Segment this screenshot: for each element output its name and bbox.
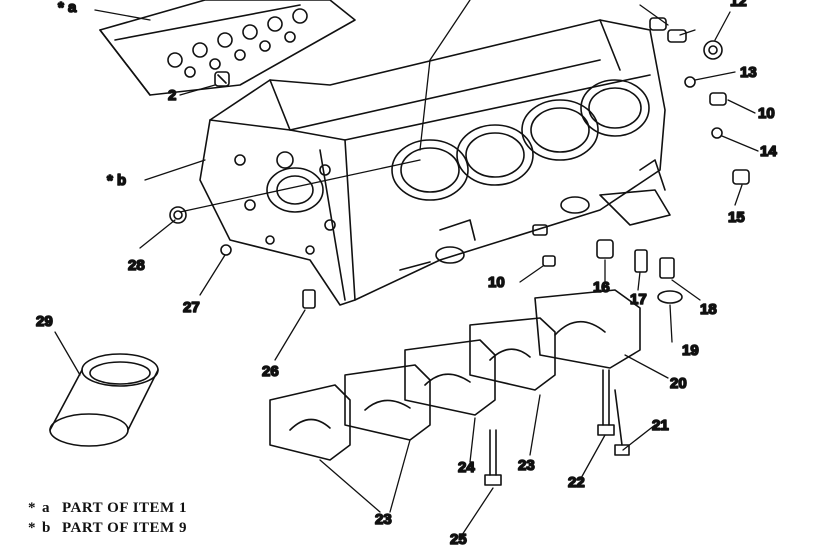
legend-line-a: * a PART OF ITEM 1	[28, 500, 187, 517]
callout-16: 16	[593, 279, 610, 296]
callouts: * a 2 * b 12 13 10 14 15 10 16 17 18 19 …	[35, 0, 778, 546]
legend-ref: b	[42, 520, 51, 536]
legend-line-b: * b PART OF ITEM 9	[28, 520, 187, 537]
callout-28: 28	[128, 257, 145, 274]
callout-25: 25	[450, 531, 467, 546]
callout-29: 29	[36, 313, 53, 330]
callout-26: 26	[262, 363, 279, 380]
legend-marker: *	[28, 500, 36, 516]
legend-ref: a	[42, 500, 50, 516]
cylinder-head-part	[99, 0, 356, 96]
cylinder-sleeve	[49, 353, 159, 447]
callout-13: 13	[740, 64, 757, 81]
callout-24: 24	[458, 459, 475, 476]
callout-2: 2	[168, 87, 176, 104]
leader-lines	[54, 0, 759, 536]
callout-b: * b	[107, 172, 126, 189]
head-plug-2	[214, 71, 230, 87]
callout-15: 15	[728, 209, 745, 226]
callout-a: * a	[58, 0, 77, 16]
callout-23-left: 23	[375, 511, 392, 528]
callout-21: 21	[652, 417, 669, 434]
callout-27: 27	[183, 299, 200, 316]
callout-23-right: 23	[518, 457, 535, 474]
callout-20: 20	[670, 375, 687, 392]
callout-10-bottom: 10	[488, 274, 505, 291]
callout-14: 14	[760, 143, 777, 160]
callout-19: 19	[682, 342, 699, 359]
callout-18: 18	[700, 301, 717, 318]
legend-marker: *	[28, 520, 36, 536]
legend-text: PART OF ITEM 9	[62, 520, 187, 536]
callout-22: 22	[568, 474, 585, 491]
small-parts-left	[169, 206, 316, 309]
bolts	[484, 369, 630, 486]
callout-12: 12	[730, 0, 747, 10]
main-bearing-caps	[269, 289, 641, 461]
callout-10-top: 10	[758, 105, 775, 122]
callout-17: 17	[630, 291, 647, 308]
engine-block	[199, 19, 671, 306]
legend-text: PART OF ITEM 1	[62, 500, 187, 516]
small-parts-right	[532, 17, 750, 304]
